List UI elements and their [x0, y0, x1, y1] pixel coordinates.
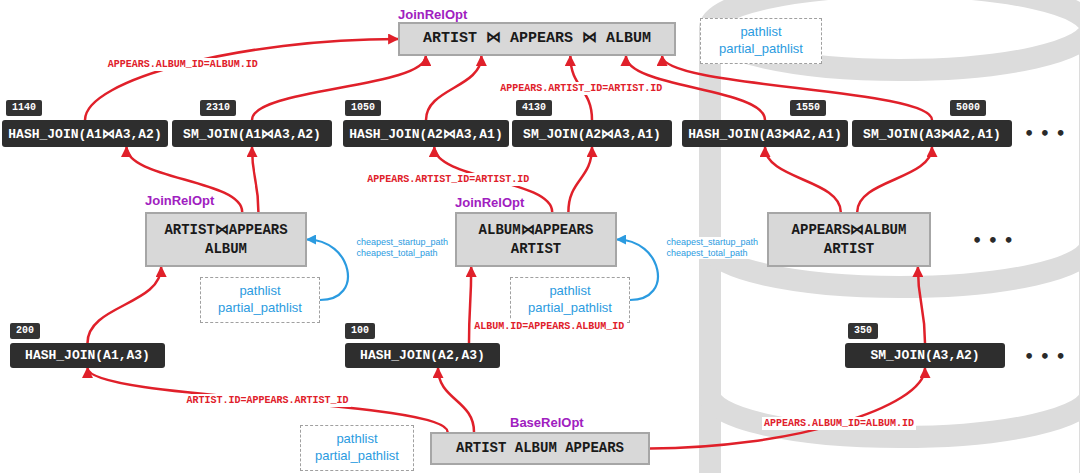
rel-opt-box: APPEARS⋈ALBUM ARTIST	[767, 212, 931, 267]
opt-heading: JoinRelOpt	[398, 7, 467, 22]
join-condition: APPEARS.ALBUM_ID=ALBUM.ID	[106, 58, 260, 71]
join-arrow	[469, 267, 471, 343]
pathlist-text: pathlist partial_pathlist	[209, 283, 311, 317]
cost-tag: 5000	[950, 100, 986, 116]
path-choice-label: cheapest_startup_path cheapest_total_pat…	[354, 237, 450, 259]
pathlist-box: pathlist partial_pathlist	[200, 277, 320, 323]
node-label: ARTIST⋈APPEARS ALBUM	[155, 221, 297, 257]
pathlist-text: pathlist partial_pathlist	[309, 431, 405, 465]
cost-tag: 1550	[790, 100, 826, 116]
node-label: SM_JOIN(A2⋈A3,A1)	[523, 126, 661, 142]
join-condition: APPEARS.ARTIST_ID=ARTIST.ID	[365, 173, 531, 186]
join-arrow	[650, 368, 925, 449]
pathlist-box: pathlist partial_pathlist	[300, 425, 414, 471]
rel-opt-box: JoinRelOptARTIST ⋈ APPEARS ⋈ ALBUM	[398, 22, 676, 56]
cost-tag: 100	[345, 323, 375, 339]
node-label: APPEARS⋈ALBUM ARTIST	[777, 221, 921, 257]
join-arrow	[252, 147, 258, 212]
scan-path-box: 200HASH_JOIN(A1,A3)	[10, 343, 165, 368]
cost-tag: 350	[848, 323, 878, 339]
scan-path-box: 100HASH_JOIN(A2,A3)	[345, 343, 500, 368]
pathlist-text: pathlist partial_pathlist	[709, 24, 813, 58]
join-path-box: 5000SM_JOIN(A3⋈A2,A1)	[852, 120, 1012, 147]
join-path-box: 1050HASH_JOIN(A2⋈A3,A1)	[343, 120, 509, 147]
join-arrow	[426, 56, 481, 120]
rel-opt-box: JoinRelOptARTIST⋈APPEARS ALBUM	[145, 212, 307, 267]
node-label: HASH_JOIN(A1,A3)	[25, 348, 150, 363]
pathlist-box: pathlist partial_pathlist	[700, 18, 822, 64]
node-label: HASH_JOIN(A1⋈A3,A2)	[8, 126, 161, 142]
path-choice-label: cheapest_startup_path cheapest_total_pat…	[664, 237, 760, 259]
ellipsis: • • •	[970, 231, 1016, 250]
node-label: HASH_JOIN(A2,A3)	[360, 348, 485, 363]
join-arrow	[662, 56, 932, 120]
join-arrow	[252, 56, 426, 120]
join-arrow	[85, 39, 398, 120]
node-label: SM_JOIN(A1⋈A3,A2)	[183, 126, 321, 142]
cost-tag: 200	[10, 323, 40, 339]
node-label: SM_JOIN(A3,A2)	[870, 348, 979, 363]
join-arrow	[918, 267, 925, 343]
ellipsis: • • •	[1022, 347, 1068, 366]
join-arrow	[857, 147, 932, 212]
join-arrow	[127, 147, 243, 212]
node-label: ALBUM⋈APPEARS ARTIST	[465, 221, 607, 257]
node-label: ARTIST ⋈ APPEARS ⋈ ALBUM	[423, 29, 651, 49]
join-path-box: 1550HASH_JOIN(A3⋈A2,A1)	[682, 120, 848, 147]
cost-tag: 1050	[345, 100, 381, 116]
join-path-box: 4130SM_JOIN(A2⋈A3,A1)	[512, 120, 672, 147]
pathlist-text: pathlist partial_pathlist	[519, 283, 621, 317]
join-condition: ALBUM.ID=APPEARS.ALBUM_ID	[472, 320, 626, 333]
rel-opt-box: JoinRelOptALBUM⋈APPEARS ARTIST	[455, 212, 617, 267]
join-arrow	[88, 368, 448, 432]
opt-heading: BaseRelOpt	[510, 415, 584, 430]
node-label: HASH_JOIN(A3⋈A2,A1)	[688, 126, 841, 142]
opt-heading: JoinRelOpt	[145, 193, 214, 208]
cost-tag: 2310	[200, 100, 236, 116]
join-condition: APPEARS.ALBUM_ID=ALBUM.ID	[762, 417, 916, 430]
cost-tag: 1140	[6, 100, 42, 116]
opt-heading: JoinRelOpt	[455, 195, 524, 210]
base-rel-box: BaseRelOptARTIST ALBUM APPEARS	[430, 432, 650, 465]
node-label: HASH_JOIN(A2⋈A3,A1)	[349, 126, 502, 142]
join-arrow	[88, 267, 162, 343]
pathlist-box: pathlist partial_pathlist	[510, 277, 630, 323]
node-label: SM_JOIN(A3⋈A2,A1)	[863, 126, 1001, 142]
join-path-box: 1140HASH_JOIN(A1⋈A3,A2)	[2, 120, 168, 147]
scan-path-box: 350SM_JOIN(A3,A2)	[845, 343, 1005, 368]
cost-tag: 4130	[516, 100, 552, 116]
join-arrow	[568, 147, 592, 212]
ellipsis: • • •	[1022, 124, 1068, 143]
join-condition: APPEARS.ARTIST_ID=ARTIST.ID	[498, 82, 664, 95]
join-arrow	[765, 147, 841, 212]
join-arrow	[438, 368, 474, 432]
join-path-box: 2310SM_JOIN(A1⋈A3,A2)	[172, 120, 332, 147]
join-condition: ARTIST.ID=APPEARS.ARTIST_ID	[185, 394, 351, 407]
node-label: ARTIST ALBUM APPEARS	[456, 439, 624, 457]
